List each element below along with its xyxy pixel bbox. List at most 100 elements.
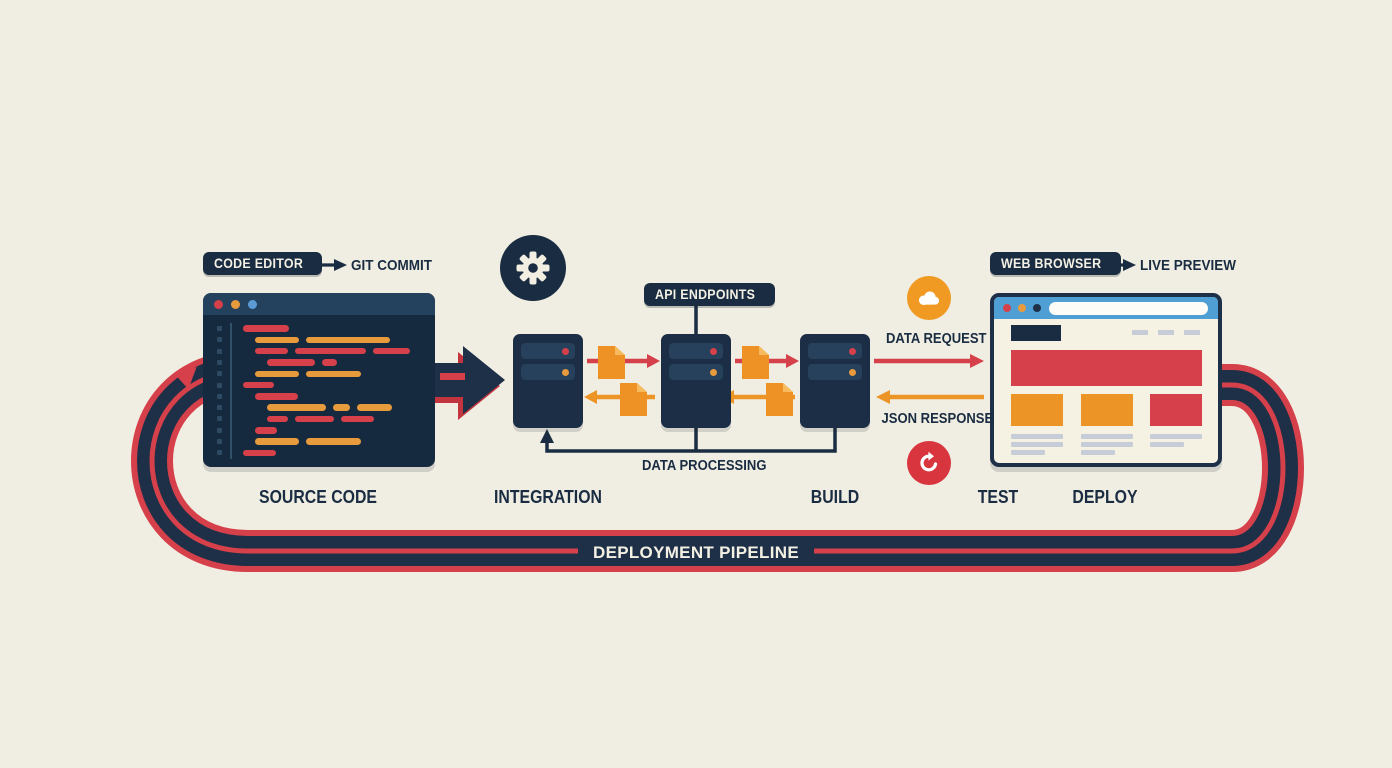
code-token-bar — [341, 415, 374, 423]
big-arrow-icon — [432, 346, 505, 414]
loop-red-stripe — [149, 368, 1286, 554]
code-token-bar — [295, 347, 366, 355]
browser-hero-banner — [1011, 350, 1202, 386]
code-line — [243, 379, 427, 390]
api-endpoints-chip-label: API ENDPOINTS — [655, 287, 756, 302]
text-placeholder-line — [1150, 442, 1184, 447]
server-slot — [521, 343, 575, 359]
stage-label-deploy: DEPLOY — [1072, 487, 1138, 507]
data-request-label: DATA REQUEST — [886, 331, 987, 347]
stage-label-integration: INTEGRATION — [494, 487, 602, 507]
status-led-red — [710, 347, 717, 355]
gear-glyph — [516, 251, 550, 285]
line-number-mark — [217, 416, 222, 422]
file-icon — [742, 346, 769, 379]
stage-label-build: BUILD — [810, 487, 860, 507]
code-line — [267, 413, 427, 424]
code-line — [255, 436, 427, 447]
request-arrowhead-2-icon — [786, 354, 799, 368]
text-placeholder-group — [1011, 434, 1063, 458]
text-placeholder-line — [1081, 442, 1133, 447]
text-placeholder-line — [1081, 434, 1133, 439]
server-slot — [669, 343, 723, 359]
code-token-bar — [267, 359, 315, 366]
stage-label-source-code: SOURCE CODE — [259, 487, 377, 507]
url-bar[interactable] — [1049, 301, 1208, 315]
code-line — [255, 346, 427, 357]
refresh-glyph — [920, 451, 938, 472]
request-arrowhead-1-icon — [647, 354, 660, 368]
status-led-red — [849, 347, 856, 355]
line-number-mark — [217, 405, 222, 411]
code-line — [255, 368, 427, 379]
editor-titlebar — [203, 293, 435, 315]
code-token-bar — [255, 370, 299, 378]
live-preview-arrowhead-icon — [1123, 259, 1136, 271]
code-token-bar — [267, 404, 326, 411]
server-slot — [521, 364, 575, 380]
line-number-mark — [217, 382, 222, 388]
web-browser-window — [990, 293, 1222, 467]
line-number-mark — [217, 326, 222, 331]
code-editor-chip-label: CODE EDITOR — [214, 256, 304, 271]
text-placeholder-group — [1081, 434, 1133, 458]
window-dot-red — [1003, 304, 1011, 312]
code-line — [255, 391, 427, 402]
file-icon — [620, 383, 647, 416]
code-line — [243, 323, 427, 334]
text-placeholder-line — [1150, 434, 1202, 439]
code-line — [267, 357, 427, 368]
code-token-bar — [357, 404, 392, 411]
content-card — [1011, 394, 1063, 426]
data-request-arrowhead-icon — [970, 354, 984, 368]
code-line — [243, 447, 427, 458]
status-led-orange — [849, 368, 856, 376]
code-line — [255, 425, 427, 436]
code-token-bar — [243, 449, 276, 457]
git-commit-arrowhead-icon — [334, 259, 347, 271]
server-slot — [808, 364, 862, 380]
code-line — [255, 334, 427, 345]
cloud-icon — [907, 276, 951, 320]
deployment-pipeline-banner: DEPLOYMENT PIPELINE — [578, 540, 814, 566]
code-token-bar — [306, 438, 361, 445]
code-token-bar — [306, 370, 361, 378]
code-token-bar — [255, 438, 299, 445]
line-number-mark — [217, 371, 222, 377]
line-number-mark — [217, 348, 222, 354]
data-processing-connector — [545, 428, 837, 453]
nav-link-placeholder[interactable] — [1184, 330, 1200, 335]
code-token-bar — [255, 336, 299, 344]
code-token-bar — [255, 347, 288, 355]
json-response-label: JSON RESPONSE — [881, 411, 994, 427]
code-token-bar — [255, 427, 277, 434]
text-placeholder-line — [1011, 442, 1063, 447]
server-integration — [513, 334, 583, 428]
content-card — [1150, 394, 1202, 426]
content-card — [1081, 394, 1133, 426]
status-led-orange — [710, 368, 717, 376]
status-led-red — [562, 347, 569, 355]
file-icon — [598, 346, 625, 379]
cloud-glyph — [918, 291, 940, 305]
data-processing-arrowhead-icon — [540, 429, 554, 443]
nav-link-placeholder[interactable] — [1132, 330, 1148, 335]
file-icon — [766, 383, 793, 416]
text-placeholder-line — [1011, 450, 1045, 455]
window-dot-blue — [248, 299, 257, 309]
browser-logo-block — [1011, 325, 1061, 341]
line-number-mark — [217, 450, 222, 456]
code-token-bar — [267, 415, 288, 423]
loop-arrowhead-icon — [173, 366, 197, 390]
code-token-bar — [295, 415, 334, 423]
code-line — [267, 402, 427, 413]
nav-link-placeholder[interactable] — [1158, 330, 1174, 335]
gear-icon — [500, 235, 566, 301]
code-token-bar — [243, 325, 289, 332]
status-led-orange — [562, 368, 569, 376]
code-token-bar — [255, 393, 298, 400]
code-token-bar — [333, 404, 350, 411]
server-api — [661, 334, 731, 428]
window-dot-orange — [231, 299, 240, 309]
code-token-bar — [243, 381, 274, 389]
